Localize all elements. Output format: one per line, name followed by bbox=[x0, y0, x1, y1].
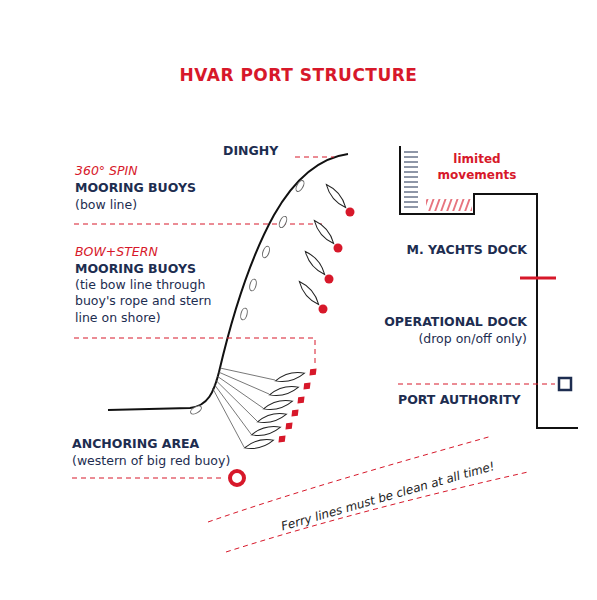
dock-label: M. YACHTS DOCK bbox=[407, 242, 527, 258]
moored-boat bbox=[263, 398, 294, 413]
stern-line bbox=[220, 368, 275, 380]
small-boat bbox=[189, 404, 202, 415]
moored-boat bbox=[312, 218, 337, 245]
dock-label: OPERATIONAL DOCK bbox=[384, 314, 527, 330]
moored-boat bbox=[303, 249, 328, 276]
small-boat bbox=[249, 278, 258, 291]
stern-line bbox=[217, 376, 263, 408]
area-note: (bow line) bbox=[75, 197, 137, 213]
mooring-buoy bbox=[319, 305, 328, 314]
area-label: ANCHORING AREA bbox=[72, 436, 199, 452]
area-label: MOORING BUOYS bbox=[75, 261, 196, 277]
mooring-buoy bbox=[346, 208, 355, 217]
hatched-quay bbox=[404, 150, 418, 208]
stern-line bbox=[214, 384, 251, 434]
big-red-buoy bbox=[230, 471, 244, 485]
moored-boat bbox=[244, 437, 275, 452]
area-note: (western of big red buoy) bbox=[72, 453, 230, 469]
small-boat bbox=[261, 245, 271, 258]
mooring-type: BOW+STERN bbox=[75, 244, 158, 260]
dock-note: (drop on/off only) bbox=[418, 331, 527, 347]
stern-line bbox=[216, 380, 258, 421]
mooring-buoy bbox=[301, 380, 314, 393]
hatched-limited-zone bbox=[426, 199, 472, 211]
ferry-line bbox=[226, 472, 528, 552]
mooring-buoy bbox=[289, 407, 302, 420]
leader-line bbox=[74, 338, 315, 365]
yacht-dock-mark bbox=[520, 277, 556, 280]
moored-boat bbox=[275, 370, 306, 385]
port-authority-mark bbox=[559, 378, 571, 390]
leader-line bbox=[72, 478, 222, 479]
moored-boat bbox=[297, 279, 322, 306]
diagram-title: HVAR PORT STRUCTURE bbox=[0, 64, 597, 86]
leader-line bbox=[398, 384, 555, 385]
moored-boat bbox=[324, 182, 349, 209]
moored-boat bbox=[269, 384, 300, 399]
area-label: MOORING BUOYS bbox=[75, 180, 196, 196]
moored-boat bbox=[251, 424, 282, 439]
warning-note: limited movements bbox=[437, 152, 517, 183]
office-label: PORT AUTHORITY bbox=[398, 392, 521, 408]
small-boat bbox=[278, 215, 289, 228]
stern-line bbox=[213, 388, 245, 447]
mooring-type: 360° SPIN bbox=[75, 163, 138, 179]
moored-boat bbox=[257, 411, 288, 426]
mooring-buoy bbox=[283, 420, 296, 433]
ferry-note: Ferry lines must be clean at all time! bbox=[279, 459, 496, 535]
harbour-wall bbox=[400, 146, 578, 428]
mooring-buoy bbox=[307, 366, 320, 379]
small-boat bbox=[240, 307, 249, 320]
area-label: DINGHY bbox=[223, 143, 278, 159]
mooring-buoy bbox=[295, 394, 308, 407]
area-note: (tie bow line through buoy's rope and st… bbox=[75, 277, 235, 326]
leader-line bbox=[295, 157, 334, 158]
mooring-buoy bbox=[334, 244, 343, 253]
mooring-buoy bbox=[276, 433, 289, 446]
small-boat bbox=[294, 179, 305, 192]
mooring-buoy bbox=[325, 275, 334, 284]
